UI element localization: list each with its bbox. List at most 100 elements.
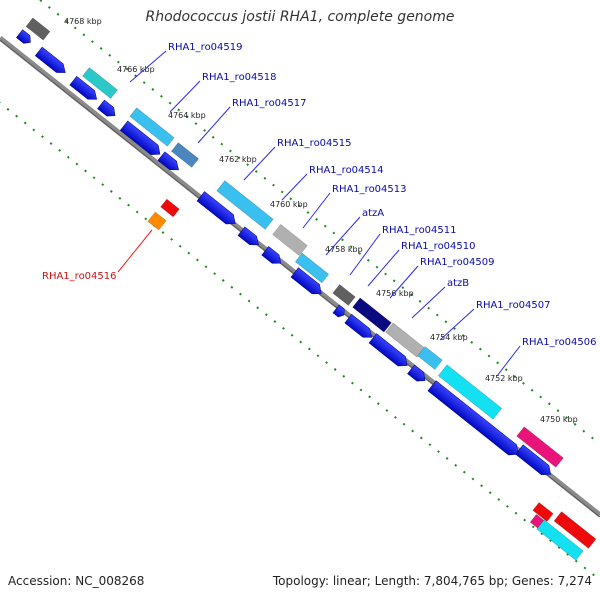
cds-arrow [332, 304, 345, 318]
cds-arrow [196, 191, 236, 225]
cds-arrow [119, 120, 161, 155]
gene-block-shape [160, 198, 180, 218]
gene-block-shape [516, 426, 564, 468]
scale-tick-label: 4760 kbp [270, 200, 308, 209]
gene-label-leader [302, 192, 331, 229]
gene-block-shape [272, 223, 308, 257]
gene-label-leader [411, 286, 446, 319]
cds-arrow [407, 364, 426, 382]
scale-tick-label: 4756 kbp [376, 289, 414, 298]
gene-label: atzA [362, 208, 384, 219]
scale-tick-label: 4768 kbp [64, 17, 102, 26]
gene-block [553, 511, 597, 549]
gene-block [417, 346, 443, 370]
cds-arrow-shape [427, 380, 519, 456]
gene-label-leader [117, 229, 153, 273]
gene-label: RHA1_ro04517 [232, 98, 307, 109]
gene-label: RHA1_ro04511 [382, 225, 457, 236]
gene-block [147, 211, 167, 231]
cds-arrow-shape [97, 99, 116, 117]
gene-label: RHA1_ro04507 [476, 300, 551, 311]
cds-arrow-shape [332, 304, 345, 318]
cds-arrow-shape [16, 29, 31, 44]
gene-label-leader [243, 146, 276, 181]
gene-block-shape [332, 284, 356, 306]
accession-text: Accession: NC_008268 [8, 574, 145, 588]
gene-label: RHA1_ro04513 [332, 184, 407, 195]
scale-tick-label: 4764 kbp [168, 111, 206, 120]
gene-label: RHA1_ro04516 [42, 271, 117, 282]
gene-label: atzB [447, 278, 469, 289]
gene-block [216, 180, 274, 230]
gene-block-shape [129, 107, 175, 147]
gene-label-leader [129, 50, 167, 83]
gene-label-leader [439, 308, 475, 341]
gene-block [171, 142, 199, 168]
cds-arrow [515, 444, 551, 476]
gene-block-shape [25, 17, 51, 41]
gene-label: RHA1_ro04510 [401, 241, 476, 252]
gene-block [294, 252, 330, 284]
gene-label: RHA1_ro04506 [522, 337, 597, 348]
scale-tick-label: 4750 kbp [540, 415, 578, 424]
cds-arrow [237, 226, 259, 246]
gene-labels: RHA1_ro04519RHA1_ro04518RHA1_ro04517RHA1… [42, 42, 597, 377]
cds-arrow-shape [407, 364, 426, 382]
gene-block [332, 284, 356, 306]
gene-label: RHA1_ro04509 [420, 257, 495, 268]
cds-arrow-shape [196, 191, 236, 225]
gene-block-shape [82, 67, 118, 99]
gene-label: RHA1_ro04514 [309, 165, 384, 176]
cds-arrow [69, 76, 98, 100]
gene-label-leader [349, 233, 381, 276]
cds-arrow-shape [290, 267, 322, 295]
dotted-guide-line [0, 100, 600, 578]
gene-block [272, 223, 308, 257]
cds-arrow [34, 46, 66, 73]
gene-block-shape [437, 364, 503, 420]
cds-arrow-shape [515, 444, 551, 476]
gene-label-leader [197, 106, 231, 144]
gene-block-shape [553, 511, 597, 549]
gene-block [82, 67, 118, 99]
gene-block-shape [216, 180, 274, 230]
dotted-guide-line [0, 101, 600, 581]
cds-arrow-shape [34, 46, 66, 73]
scale-tick-label: 4754 kbp [430, 333, 468, 342]
scale-tick-label: 4762 kbp [219, 155, 257, 164]
cds-arrow [157, 151, 179, 171]
cds-arrow-shape [157, 151, 179, 171]
gene-label-leader [169, 80, 201, 113]
cds-arrow [290, 267, 322, 295]
gene-label: RHA1_ro04515 [277, 138, 352, 149]
map-title: Rhodococcus jostii RHA1, complete genome [145, 9, 455, 25]
gene-label-leader [325, 216, 361, 256]
gene-block-shape [171, 142, 199, 168]
genome-summary-text: Topology: linear; Length: 7,804,765 bp; … [272, 574, 592, 588]
gene-block [129, 107, 175, 147]
scale-tick-label: 4758 kbp [325, 245, 363, 254]
cds-arrow-shape [368, 333, 408, 367]
dotted-guide-line [39, 0, 600, 445]
gene-block-shape [417, 346, 443, 370]
gene-block-shape [147, 211, 167, 231]
gene-block-shape [536, 519, 584, 561]
cds-arrow-shape [261, 246, 282, 264]
cds-arrow-shape [237, 226, 259, 246]
cds-arrow [427, 380, 519, 456]
gene-label-leader [367, 249, 400, 287]
gene-block-shape [352, 297, 392, 333]
gene-label-leader [281, 173, 308, 201]
cds-arrow-shape [69, 76, 98, 100]
cds-arrow [368, 333, 408, 367]
cds-arrow [16, 29, 31, 44]
gene-block-shape [532, 502, 554, 522]
gene-block [25, 17, 51, 41]
gene-block-shape [294, 252, 330, 284]
gene-label-leader [496, 345, 521, 377]
cds-arrow-shape [344, 314, 373, 338]
cds-arrow [97, 99, 116, 117]
gene-block [352, 297, 392, 333]
scale-tick-label: 4752 kbp [485, 374, 523, 383]
